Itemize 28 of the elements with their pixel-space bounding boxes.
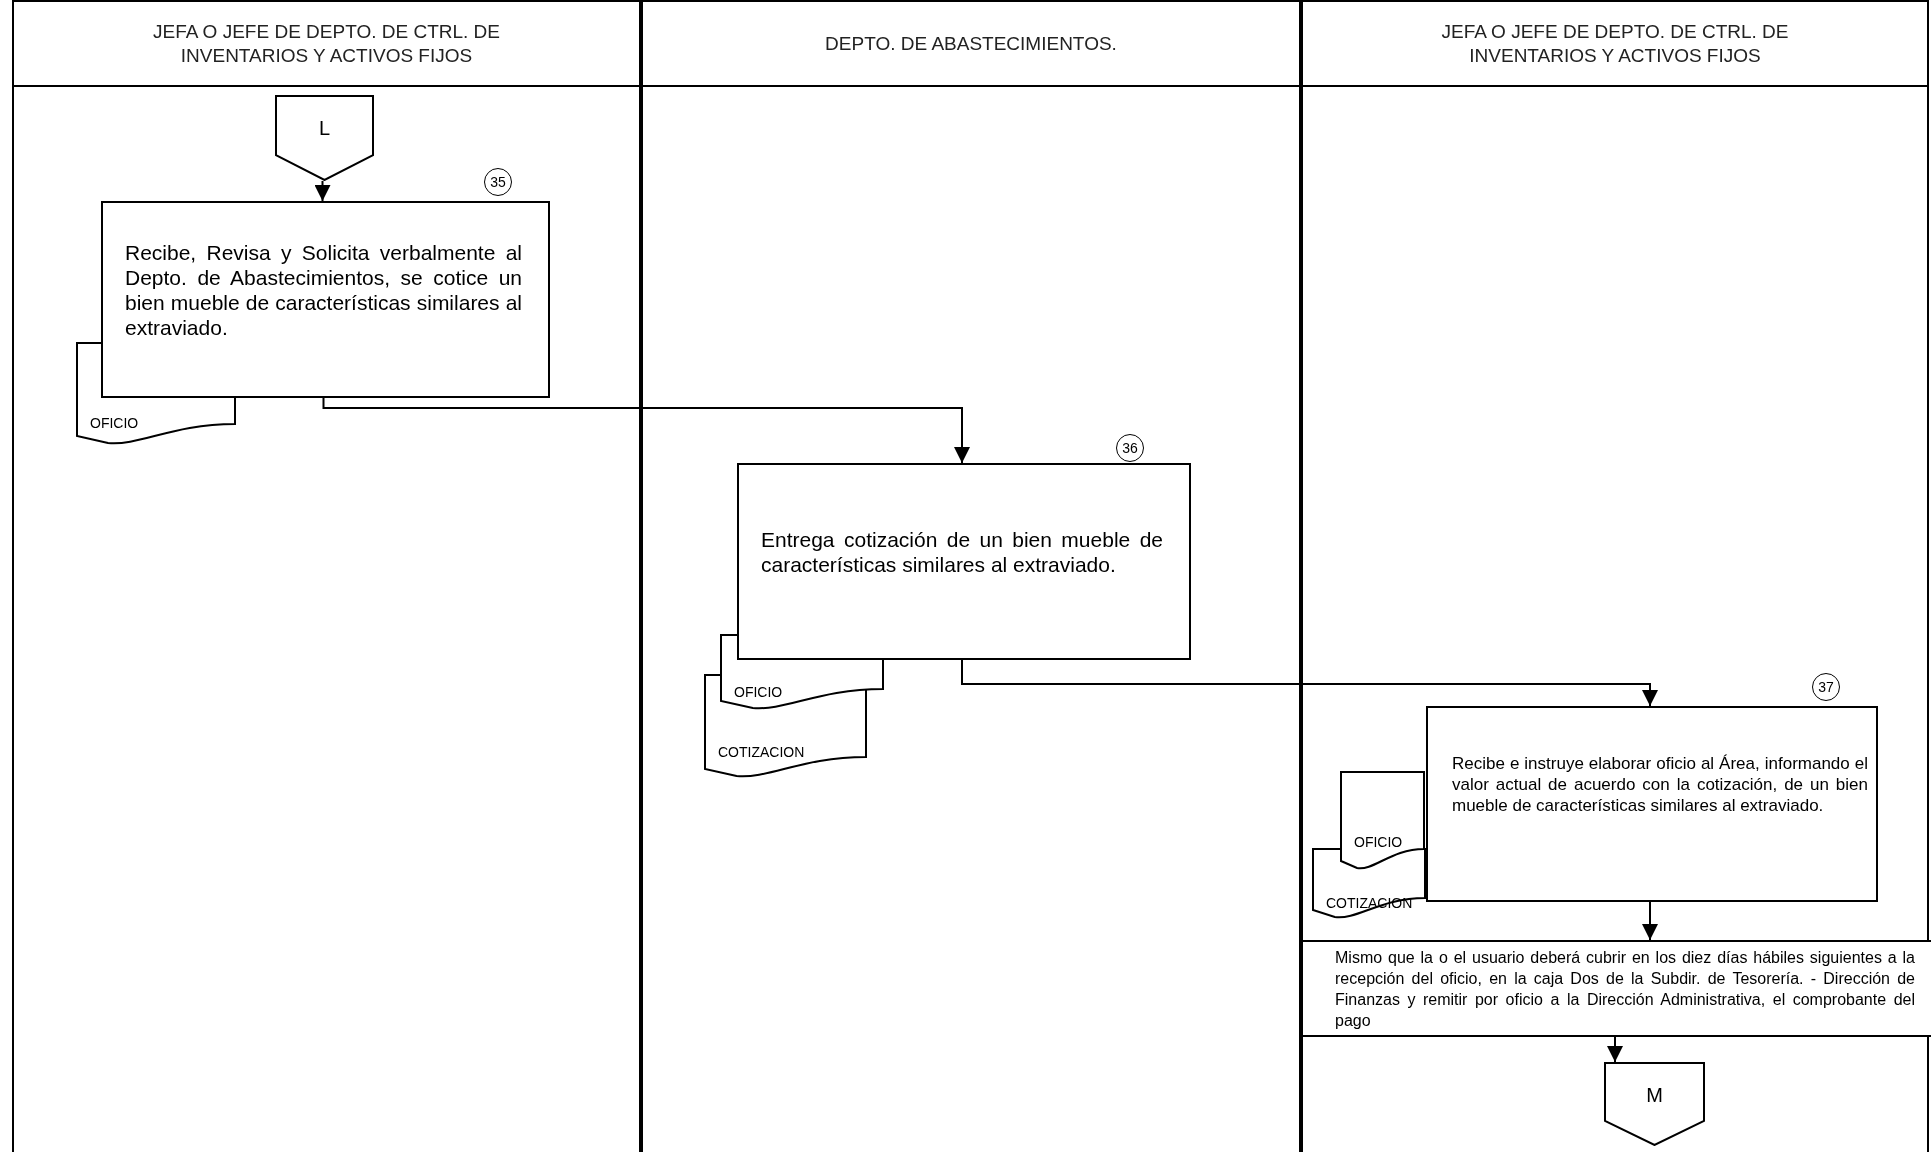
process-text: Recibe e instruye elaborar oficio al Área, informando el valor actual de acuerdo con la cotización, de un bien mueble de características similares al extraviado. xyxy=(1452,752,1868,816)
lane-title: DEPTO. DE ABASTECIMIENTOS. xyxy=(825,31,1117,56)
process-text: Entrega cotización de un bien mueble de características similares al extraviado. xyxy=(761,526,1163,577)
step-number: 35 xyxy=(484,168,512,196)
lane-title: JEFA O JEFE DE DEPTO. DE CTRL. DE INVENTARIOS Y ACTIVOS FIJOS xyxy=(1440,19,1790,68)
document-shape xyxy=(1340,771,1425,871)
arrow xyxy=(322,397,970,464)
arrow xyxy=(314,180,331,202)
arrow xyxy=(1607,1036,1623,1063)
document-label: OFICIO xyxy=(1354,833,1403,852)
step-number: 37 xyxy=(1812,673,1840,701)
document-label: OFICIO xyxy=(734,683,783,702)
arrow xyxy=(961,659,1658,707)
lane-title: JEFA O JEFE DE DEPTO. DE CTRL. DE INVENTARIOS Y ACTIVOS FIJOS xyxy=(152,19,501,68)
document-label: OFICIO xyxy=(90,414,139,433)
step-number: 36 xyxy=(1116,434,1144,462)
connector-letter: L xyxy=(318,116,331,141)
arrow xyxy=(1642,901,1658,941)
document-label: COTIZACION xyxy=(718,743,805,762)
swimlane xyxy=(12,0,641,1152)
note-text: Mismo que la o el usuario deberá cubrir en los diez días hábiles siguientes a la recepción del oficio, en la caja Dos de la Subdir. de Tesorería. - Dirección de Finanzas y remitir por oficio a la Dirección Administrativa, el comprobante del pago xyxy=(1335,947,1915,1031)
off-page-connector xyxy=(1604,1062,1705,1146)
swimlane xyxy=(641,0,1301,1152)
swimlane xyxy=(1301,0,1929,1152)
off-page-connector xyxy=(275,95,374,181)
connector-letter: M xyxy=(1646,1083,1663,1108)
note-band xyxy=(1303,940,1931,1037)
process-text: Recibe, Revisa y Solicita verbalmente al Depto. de Abastecimientos, se cotice un bien mueble de características similares al extraviado. xyxy=(125,239,522,340)
